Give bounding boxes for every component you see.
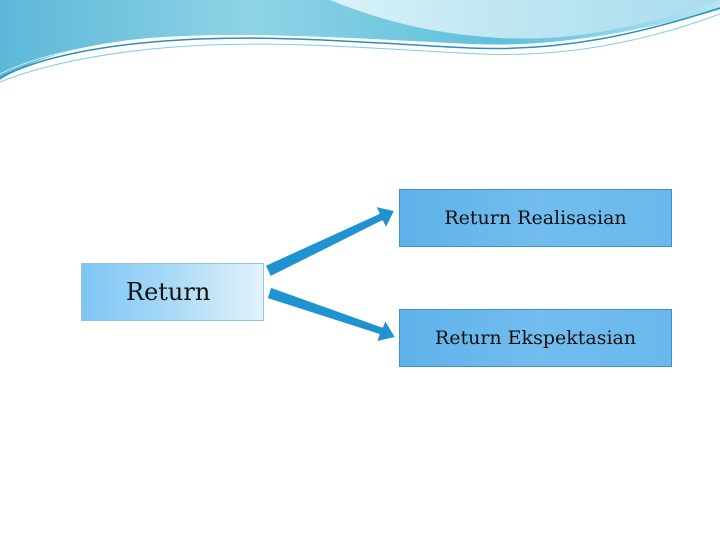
arrow-to-ekspektasian — [264, 284, 399, 345]
target-box-ekspektasian: Return Ekspektasian — [399, 309, 672, 367]
target-label-realisasian: Return Realisasian — [444, 207, 627, 229]
source-label: Return — [126, 278, 211, 306]
target-label-ekspektasian-suffix: Ekspektasian — [501, 327, 637, 349]
target-box-realisasian: Return Realisasian — [399, 189, 672, 247]
target-label-ekspektasian-prefix: Return — [434, 327, 502, 349]
source-box-return: Return — [81, 263, 264, 321]
target-label-ekspektasian: Return Ekspektasian — [435, 327, 636, 349]
header-wave-decoration — [0, 0, 720, 83]
arrow-to-realisasian — [262, 203, 398, 280]
